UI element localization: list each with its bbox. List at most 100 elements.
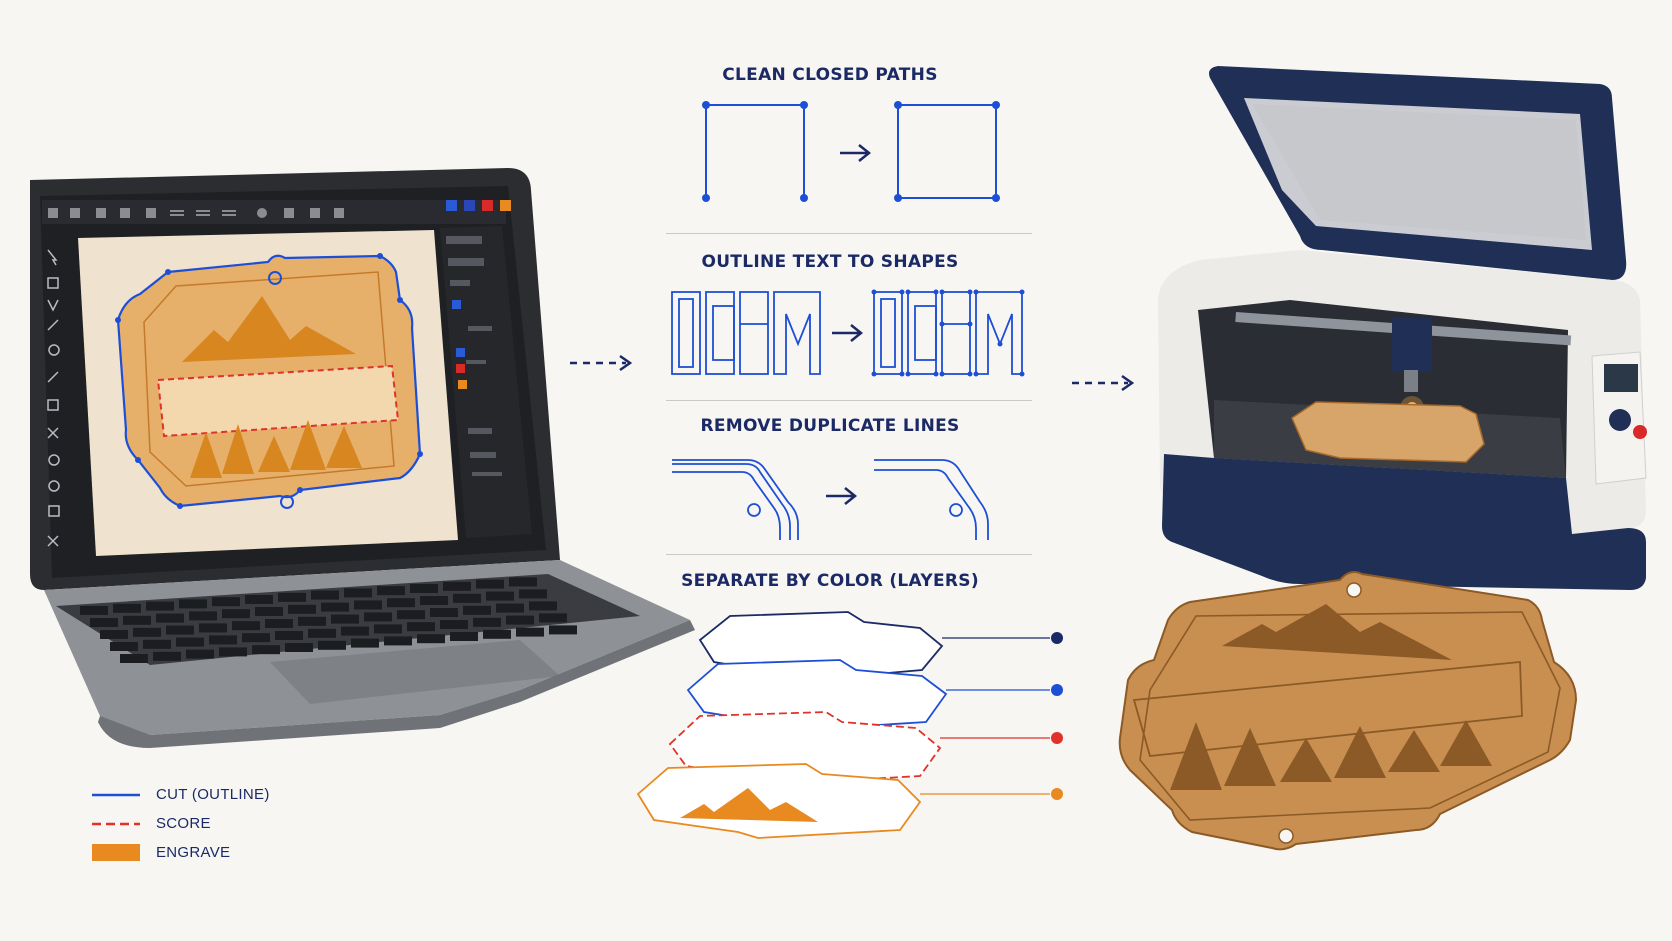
keyboard-key xyxy=(100,630,128,639)
keyboard-key xyxy=(176,637,204,647)
score-line-swatch xyxy=(92,822,140,825)
keyboard-key xyxy=(311,590,339,600)
layer-color-blue xyxy=(452,300,461,309)
step-title-remove-duplicates: REMOVE DUPLICATE LINES xyxy=(700,416,960,436)
keyboard-key xyxy=(242,633,270,643)
color-swatch-navy xyxy=(464,200,475,211)
keyboard-key xyxy=(549,625,577,635)
keyboard-key xyxy=(321,602,349,612)
layers-illustration xyxy=(636,611,1063,839)
keyboard-key xyxy=(486,591,514,601)
keyboard-key xyxy=(275,631,303,640)
layer-dot-orange xyxy=(1051,788,1063,800)
keyboard-key xyxy=(539,613,567,623)
layer-color-red xyxy=(456,364,465,373)
keyboard-key xyxy=(219,647,247,657)
engrave-swatch xyxy=(92,844,140,861)
arrow-right-icon xyxy=(826,487,858,505)
step-title-outline-text: OUTLINE TEXT TO SHAPES xyxy=(701,252,959,272)
remove-duplicates-illustration xyxy=(672,459,989,540)
step-title-clean-paths: CLEAN CLOSED PATHS xyxy=(722,65,938,85)
legend-score-label: SCORE xyxy=(156,815,211,832)
keyboard-key xyxy=(278,592,306,602)
step-divider xyxy=(666,400,1032,401)
step-divider xyxy=(666,554,1032,555)
keyboard-key xyxy=(453,593,481,603)
keyboard-key xyxy=(430,608,458,617)
keyboard-key xyxy=(166,625,194,635)
keyboard-key xyxy=(232,621,260,631)
keyboard-key xyxy=(222,609,250,619)
keyboard-key xyxy=(308,628,336,638)
cut-line-swatch xyxy=(92,793,140,796)
arrow-right-icon xyxy=(840,144,872,162)
legend-engrave: ENGRAVE xyxy=(92,844,230,861)
keyboard-key xyxy=(212,597,240,607)
keyboard-key xyxy=(110,642,138,651)
keyboard-key xyxy=(529,601,557,611)
keyboard-key xyxy=(407,622,435,632)
legend-score: SCORE xyxy=(92,815,211,832)
keyboard-key xyxy=(397,610,425,620)
keyboard-key xyxy=(318,640,346,650)
keyboard-key xyxy=(364,612,392,622)
arrow-right-icon xyxy=(832,324,864,342)
keyboard-key xyxy=(374,624,402,634)
keyboard-key xyxy=(153,651,181,661)
layer-color-orange xyxy=(458,380,467,389)
keyboard-key xyxy=(156,613,184,623)
keyboard-key xyxy=(377,586,405,596)
control-dial xyxy=(1609,409,1631,431)
emergency-stop-button xyxy=(1633,425,1647,439)
keyboard-key xyxy=(420,596,448,605)
layer-color-blue2 xyxy=(456,348,465,357)
keyboard-key xyxy=(189,611,217,621)
keyboard-key xyxy=(476,579,504,589)
legend-engrave-label: ENGRAVE xyxy=(156,844,231,861)
keyboard-key xyxy=(288,604,316,614)
keyboard-key xyxy=(209,635,237,645)
keyboard-key xyxy=(341,626,369,636)
keyboard-key xyxy=(331,614,359,624)
color-swatch-red xyxy=(482,200,493,211)
keyboard-key xyxy=(351,638,379,648)
keyboard-key xyxy=(344,588,372,598)
keyboard-key xyxy=(252,645,280,655)
layer-dot-blue xyxy=(1051,684,1063,696)
keyboard-key xyxy=(463,605,491,615)
keyboard-key xyxy=(417,634,445,644)
keyboard-key xyxy=(265,619,293,628)
keyboard-key xyxy=(146,601,174,611)
keyboard-key xyxy=(123,615,151,625)
keyboard-key xyxy=(496,603,524,613)
keyboard-key xyxy=(133,627,161,637)
step-title-separate-layers: SEPARATE BY COLOR (LAYERS) xyxy=(681,571,979,591)
keyboard-key xyxy=(516,627,544,637)
keyboard-key xyxy=(120,654,148,663)
keyboard-key xyxy=(519,589,547,599)
keyboard-key xyxy=(285,643,313,652)
layer-dot-red xyxy=(1051,732,1063,744)
control-display xyxy=(1604,364,1638,392)
layer-dot-navy xyxy=(1051,632,1063,644)
keyboard-key xyxy=(298,616,326,626)
step-divider xyxy=(666,233,1032,234)
keyboard-key xyxy=(255,607,283,616)
keyboard-key xyxy=(473,617,501,627)
keyboard-key xyxy=(440,620,468,629)
keyboard-key xyxy=(387,598,415,608)
keyboard-key xyxy=(450,632,478,641)
keyboard-key xyxy=(80,606,108,615)
keyboard-key xyxy=(509,577,537,587)
keyboard-key xyxy=(113,603,141,613)
keyboard-key xyxy=(199,623,227,633)
color-swatch-orange xyxy=(500,200,511,211)
dashed-arrow-icon xyxy=(570,354,633,372)
keyboard-key xyxy=(384,636,412,646)
keyboard-key xyxy=(483,629,511,639)
dashed-arrow-icon xyxy=(1072,374,1135,392)
